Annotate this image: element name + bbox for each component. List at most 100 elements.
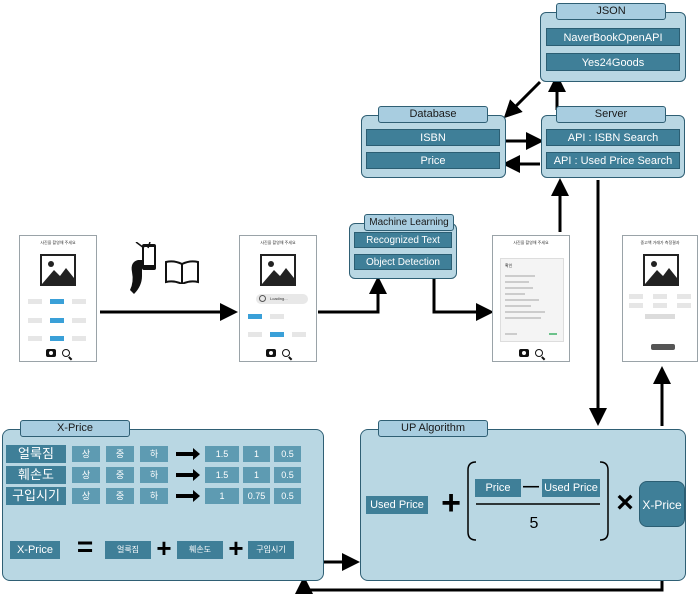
option-cell: [28, 299, 42, 304]
xprice-row3-val2: 0.75: [243, 488, 270, 504]
xprice-row1-grade-mid: 중: [106, 446, 134, 462]
xprice-row2-grade-low: 하: [140, 467, 168, 483]
up-xprice: X-Price: [639, 481, 685, 527]
ml-title: Machine Learning: [364, 214, 454, 231]
search-icon: [62, 349, 70, 357]
camera-icon: [519, 349, 529, 357]
up-times: ×: [616, 486, 634, 519]
xprice-row3-grade-low: 하: [140, 488, 168, 504]
phone3-title: 사진을 촬영해 주세요: [513, 240, 549, 245]
option-cell-selected: [270, 332, 284, 337]
dialog-text-line: [505, 311, 545, 313]
result-cell: [653, 303, 667, 308]
option-cell-selected: [248, 314, 262, 319]
xprice-row1-val2: 1: [243, 446, 270, 462]
dialog-confirm-button[interactable]: [549, 333, 557, 335]
xprice-row1-val1: 1.5: [205, 446, 239, 462]
xprice-row1-val3: 0.5: [274, 446, 301, 462]
option-cell: [248, 332, 262, 337]
dialog-text-line: [505, 275, 535, 277]
xprice-formula-plus1: +: [156, 533, 172, 563]
result-cell: [629, 294, 643, 299]
xprice-row2-val2: 1: [243, 467, 270, 483]
up-algorithm-title: UP Algorithm: [378, 420, 488, 437]
dialog-text-line: [505, 305, 531, 307]
image-placeholder-icon: [643, 254, 679, 286]
xprice-formula-term2: 훼손도: [177, 541, 223, 559]
xprice-formula-term1: 얼룩짐: [105, 541, 151, 559]
xprice-row2-val3: 0.5: [274, 467, 301, 483]
hand-phone-icon: [130, 242, 156, 294]
xprice-formula-plus2: +: [228, 533, 244, 563]
server-item-used-price-search: API : Used Price Search: [546, 152, 680, 169]
xprice-row1-label: 얼룩짐: [6, 445, 66, 463]
price-result-toast: [651, 344, 675, 350]
phone1-title: 사진을 촬영해 주세요: [40, 240, 76, 245]
loading-spinner-icon: [259, 295, 266, 302]
arrow-phone2-to-ml: [318, 276, 387, 314]
xprice-row2-label: 훼손도: [6, 466, 66, 484]
xprice-formula-equals: =: [76, 531, 94, 562]
result-cell: [629, 303, 643, 308]
dialog-text-line: [505, 287, 533, 289]
up-used-price-2: Used Price: [542, 479, 600, 497]
ml-item-recognized-text: Recognized Text: [354, 232, 452, 248]
camera-icon: [266, 349, 276, 357]
xprice-formula-term3: 구입시기: [248, 541, 294, 559]
xprice-row2-arrow: [176, 469, 200, 481]
dialog-text-line: [505, 317, 541, 319]
option-cell: [72, 336, 86, 341]
xprice-row2-grade-mid: 중: [106, 467, 134, 483]
option-cell-selected: [50, 336, 64, 341]
dialog-text-line: [505, 281, 529, 283]
image-placeholder-icon: [260, 254, 296, 286]
xprice-row1-grade-low: 하: [140, 446, 168, 462]
dialog-title: 확인: [505, 263, 513, 268]
database-item-isbn: ISBN: [366, 129, 500, 146]
phone4-title: 중고책 거래가 측정결과: [640, 240, 680, 245]
dialog-cancel-button[interactable]: [505, 333, 517, 335]
result-cell: [653, 294, 667, 299]
database-title: Database: [378, 106, 488, 123]
phone2-title: 사진을 촬영해 주세요: [260, 240, 296, 245]
result-cell: [677, 303, 691, 308]
phone-screen-2: 사진을 촬영해 주세요 Loading...: [239, 235, 317, 362]
up-used-price: Used Price: [366, 496, 428, 514]
result-cell: [677, 294, 691, 299]
xprice-row3-grade-high: 상: [72, 488, 100, 504]
option-cell-selected: [50, 318, 64, 323]
loading-text: Loading...: [270, 296, 288, 301]
server-item-isbn-search: API : ISBN Search: [546, 129, 680, 146]
option-cell: [292, 332, 306, 337]
option-cell: [270, 314, 284, 319]
search-icon: [535, 349, 543, 357]
image-icon-graphic: [42, 261, 74, 284]
option-cell: [72, 318, 86, 323]
server-title: Server: [556, 106, 666, 123]
xprice-row3-arrow: [176, 490, 200, 502]
json-item-naver: NaverBookOpenAPI: [546, 28, 680, 46]
up-minus: —: [523, 478, 539, 495]
loading-toast: Loading...: [256, 294, 308, 304]
image-icon-graphic: [262, 261, 294, 284]
xprice-row1-arrow: [176, 448, 200, 460]
phone-screen-3: 사진을 촬영해 주세요 확인: [492, 235, 570, 362]
xprice-row3-val3: 0.5: [274, 488, 301, 504]
xprice-row2-val1: 1.5: [205, 467, 239, 483]
option-cell: [28, 336, 42, 341]
option-cell-selected: [50, 299, 64, 304]
ml-item-object-detection: Object Detection: [354, 254, 452, 270]
json-title: JSON: [556, 3, 666, 20]
xprice-row3-label: 구입시기: [6, 487, 66, 505]
camera-icon: [46, 349, 56, 357]
result-dialog: 확인: [500, 258, 564, 342]
option-cell: [28, 318, 42, 323]
xprice-row2-grade-high: 상: [72, 467, 100, 483]
up-plus: +: [441, 484, 461, 522]
book-icon: [165, 260, 199, 284]
result-summary: [645, 314, 675, 319]
dialog-text-line: [505, 299, 539, 301]
phone-screen-1: 사진을 촬영해 주세요: [19, 235, 97, 362]
arrow-json-to-database: [503, 80, 542, 119]
dialog-text-line: [505, 293, 525, 295]
